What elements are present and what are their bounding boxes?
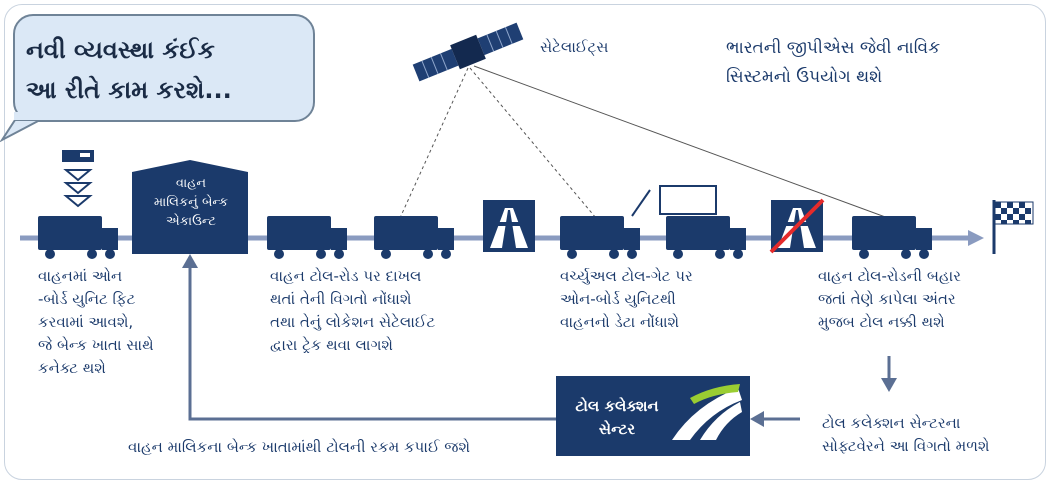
toll-gate-icon [631,185,717,217]
onboard-unit-icon [62,150,94,208]
road-arrowhead [968,230,984,246]
truck-icon [38,216,118,259]
truck-icon [374,216,454,259]
no-highway-sign-icon [769,198,825,254]
arrow-left-to-center [750,411,800,427]
toll-center-label: ટોલ કલેક્શન સેન્ટર [575,397,659,438]
highway-sign-icon [483,200,535,252]
step5-text: ટોલ કલેક્શન સેન્ટરનાસોફ્ટવેરને આ વિગતો મ… [822,414,990,455]
truck-icon [666,216,746,259]
bank-account-label: વાહન માલિકનું બેન્ક એકાઉન્ટ [153,176,229,229]
satellite-icon [412,22,524,82]
bank-house-icon [132,160,248,254]
deduction-text: વાહન માલિકના બેન્ક ખાતામાંથી ટોલની રકમ ક… [128,438,471,456]
truck-icons [38,216,932,259]
arrow-down [881,356,897,392]
return-path [188,264,556,421]
title-callout [13,14,315,122]
signal-lines [399,65,889,219]
return-arrowhead [182,254,198,268]
finish-flag-icon [992,200,1034,254]
truck-icon [852,216,932,259]
truck-icon [267,216,347,259]
toll-center-logo-icon [672,384,742,440]
truck-icon [560,216,640,259]
satellite-label: સેટેલાઈટ્સ [540,38,609,56]
